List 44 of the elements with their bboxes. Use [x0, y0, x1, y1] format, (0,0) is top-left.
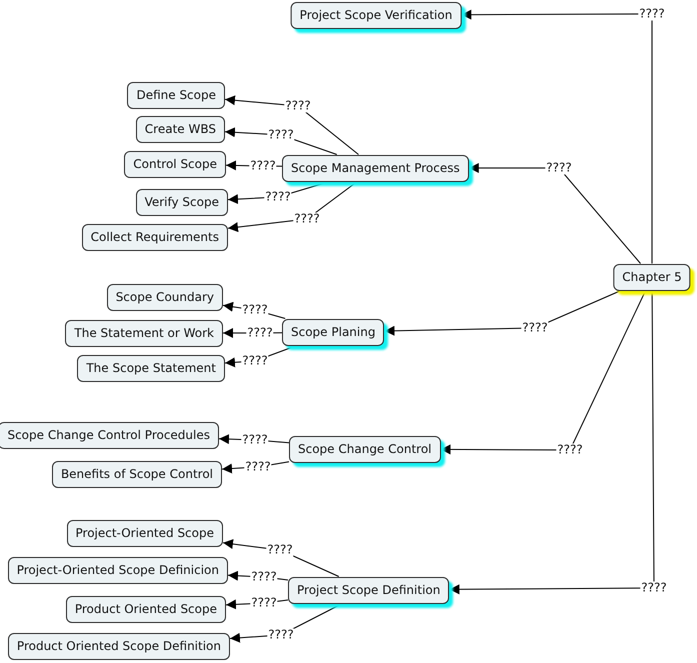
edge-label: ????: [293, 212, 321, 226]
connector-arrow: [440, 290, 646, 454]
connector-arrow: [460, 10, 652, 264]
concept-node: Create WBS: [136, 116, 225, 142]
concept-node: Scope Change Control: [289, 436, 441, 462]
concept-node: Project-Oriented Scope Definicion: [8, 556, 228, 584]
concept-node: Scope Coundary: [106, 284, 223, 310]
edge-label: ????: [250, 570, 278, 584]
edge-label: ????: [244, 460, 272, 474]
concept-node: Product Oriented Scope: [66, 596, 226, 622]
concept-node: Define Scope: [127, 82, 225, 108]
edge-label: ????: [264, 190, 292, 204]
concept-node: Project Scope Definition: [288, 576, 450, 604]
edge-label: ????: [640, 582, 668, 594]
concept-node: Scope Management Process: [282, 154, 469, 182]
concept-node: The Scope Statement: [77, 354, 225, 382]
concept-node: Scope Change Control Procedules: [0, 422, 219, 448]
edge-label: ????: [267, 128, 295, 142]
connector-arrow: [384, 290, 622, 336]
concept-node: Collect Requirements: [82, 224, 228, 250]
concept-node: Benefits of Scope Control: [52, 460, 222, 488]
edge-label: ????: [556, 444, 584, 456]
concept-node: Scope Planing: [282, 318, 384, 346]
concept-node: Project Scope Verification: [290, 2, 462, 28]
edge-label: ????: [638, 8, 666, 20]
edge-label: ????: [545, 162, 573, 174]
concept-node: The Statement or Work: [65, 320, 223, 346]
connector-arrow: [468, 163, 641, 264]
edge-label: ????: [241, 434, 269, 446]
concept-node: Control Scope: [124, 150, 226, 178]
edge-label: ????: [266, 544, 294, 556]
edge-label: ????: [246, 326, 274, 340]
edge-label: ????: [249, 160, 277, 172]
edge-label: ????: [241, 354, 269, 368]
edge-label: ????: [241, 304, 269, 316]
edge-label: ????: [284, 100, 312, 112]
connector-arrow: [448, 290, 654, 594]
root-concept-node: Chapter 5: [613, 264, 691, 290]
edge-label: ????: [250, 596, 278, 610]
concept-node: Verify Scope: [136, 188, 228, 216]
concept-node: Project-Oriented Scope: [66, 520, 223, 546]
concept-node: Product Oriented Scope Definition: [8, 632, 230, 660]
edge-label: ????: [521, 322, 549, 334]
edge-label: ????: [267, 628, 295, 642]
